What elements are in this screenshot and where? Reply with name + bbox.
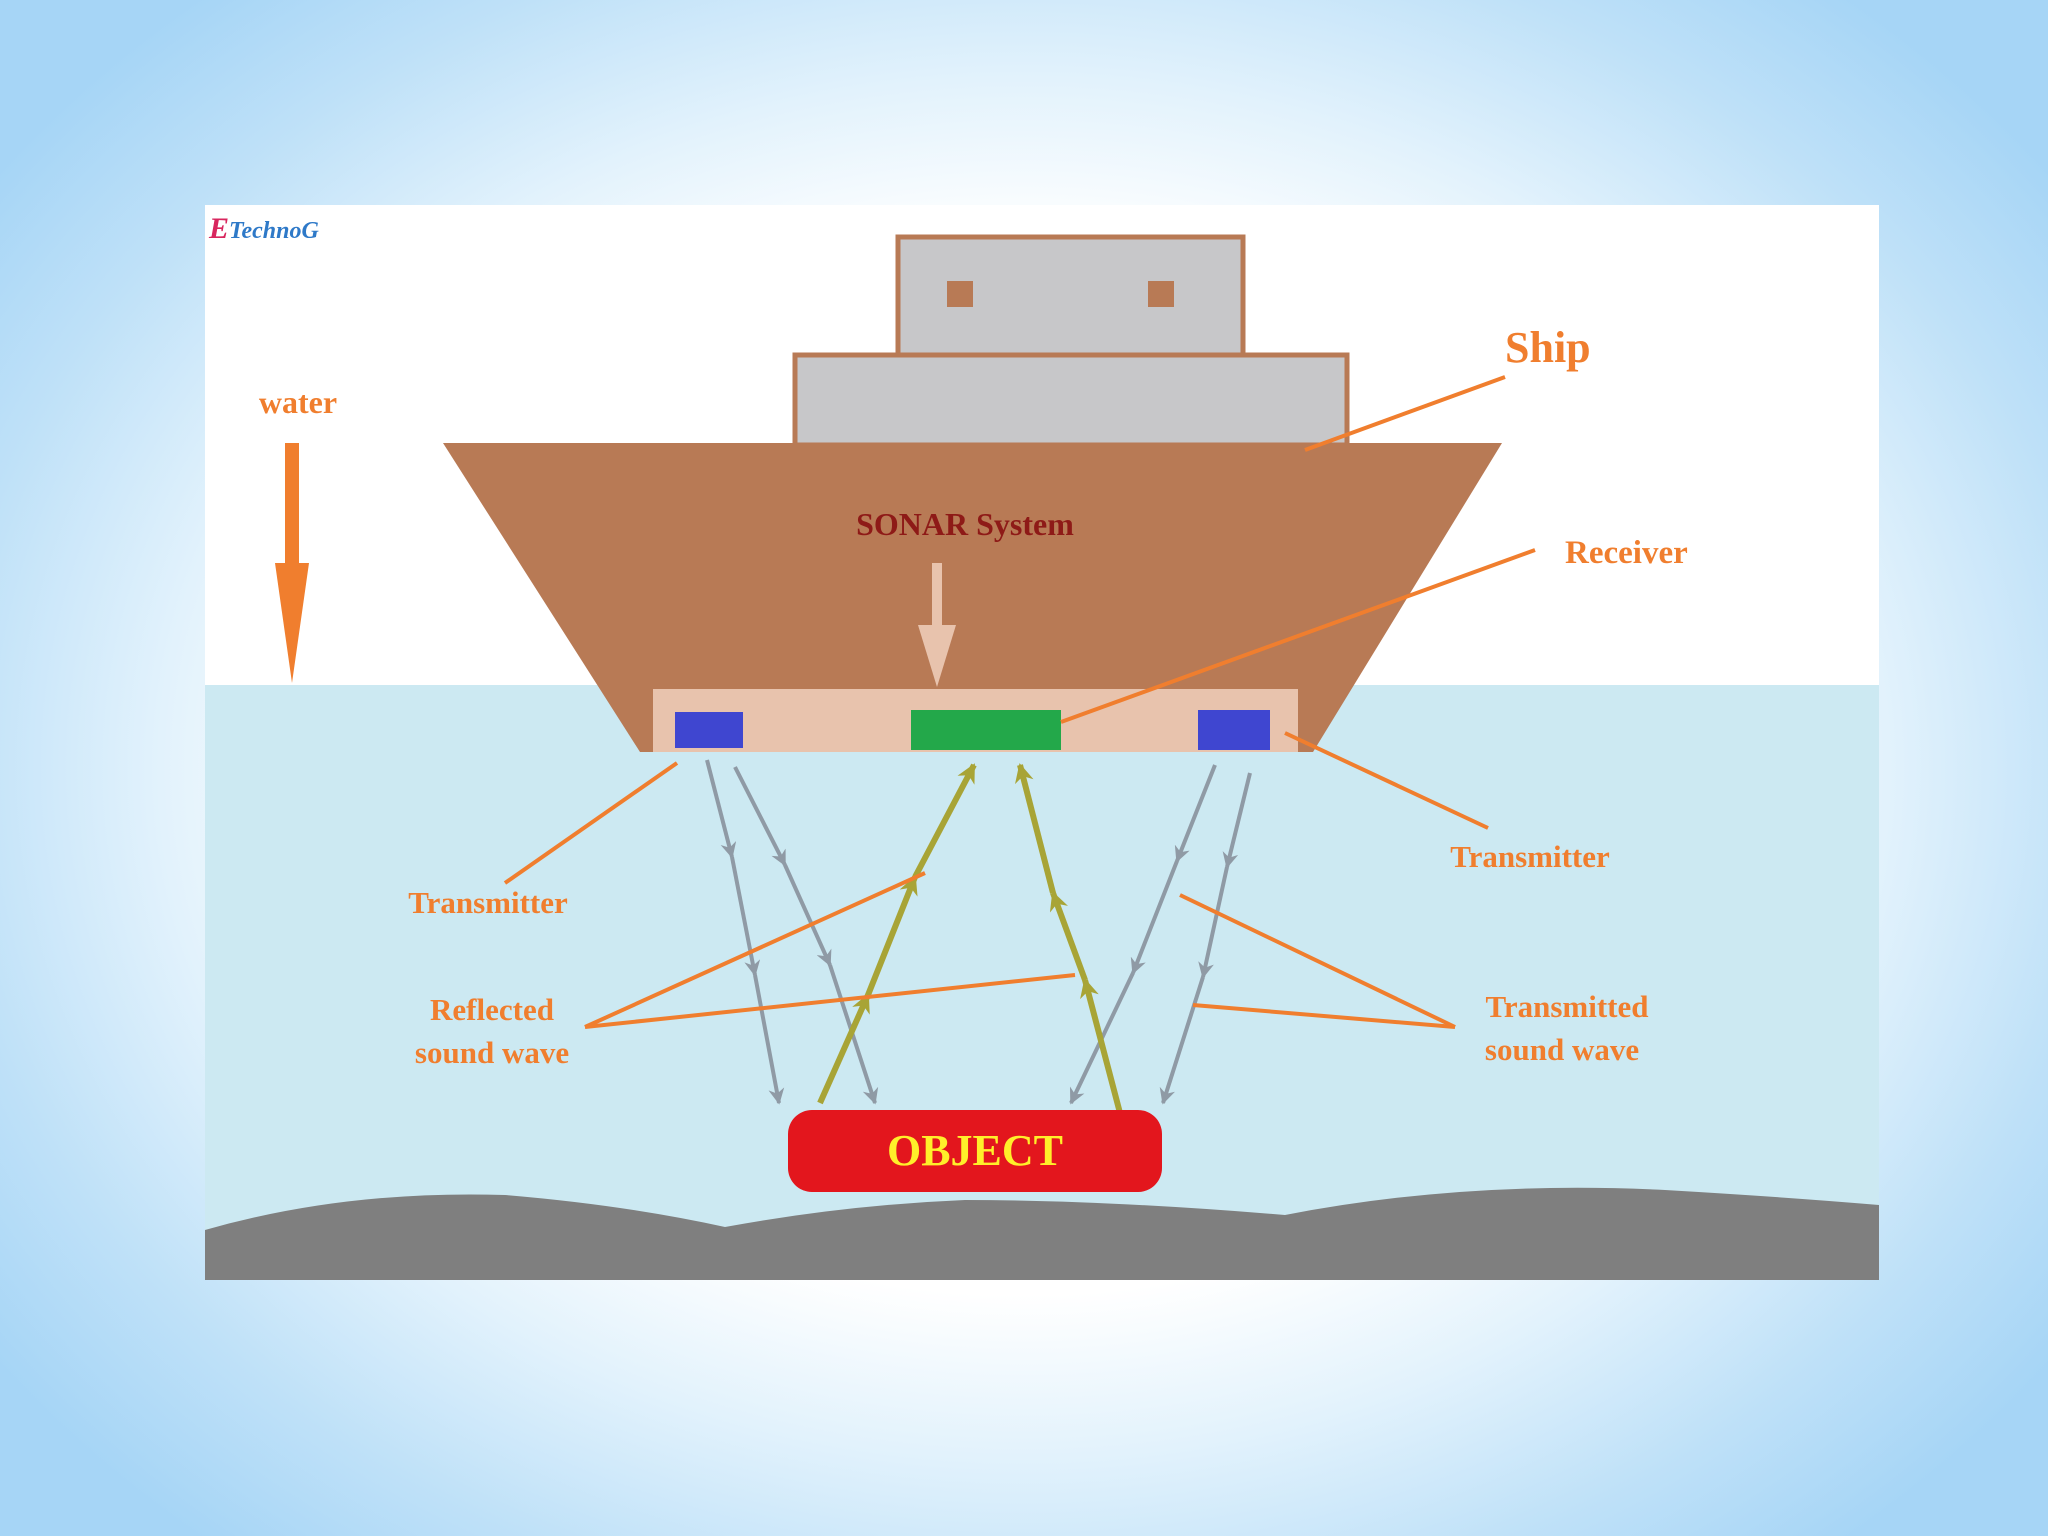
transmitter-right-box [1198,710,1270,750]
sonar-diagram: OBJECT water Ship SONAR System Receiver … [205,205,1879,1280]
svg-text:E: E [208,212,229,245]
object-label: OBJECT [887,1126,1063,1175]
ship-hull [443,443,1502,752]
reflected-waves [817,763,1123,1114]
slide-background [0,0,2048,60]
object-shape [788,1110,1162,1192]
transmitter-left-box [675,712,743,748]
seabed [205,1187,1879,1280]
transmitted-label-line2: sound wave [1485,1032,1639,1067]
sonar-arrow [918,563,956,687]
cabin-window-right [1148,281,1174,307]
ship-label: Ship [1505,323,1591,372]
water-label: water [259,384,337,420]
leader-lines [503,375,1536,1029]
receiver-box [911,710,1061,750]
receiver-label: Receiver [1565,535,1688,571]
water-arrow [275,443,309,683]
reflected-label-line2: sound wave [415,1035,569,1070]
transmitter-left-label: Transmitter [408,885,568,920]
technog-watermark: TechnoG [229,218,319,244]
cabin-window-left [947,281,973,307]
ship-lower-cabin [792,352,1350,448]
sonar-system-label: SONAR System [856,506,1074,542]
reflected-label-line1: Reflected [430,992,554,1027]
transmitter-right-label: Transmitter [1450,839,1610,874]
technog-logo: E TechnoG [208,212,319,245]
transmitted-label-line1: Transmitted [1485,989,1648,1024]
